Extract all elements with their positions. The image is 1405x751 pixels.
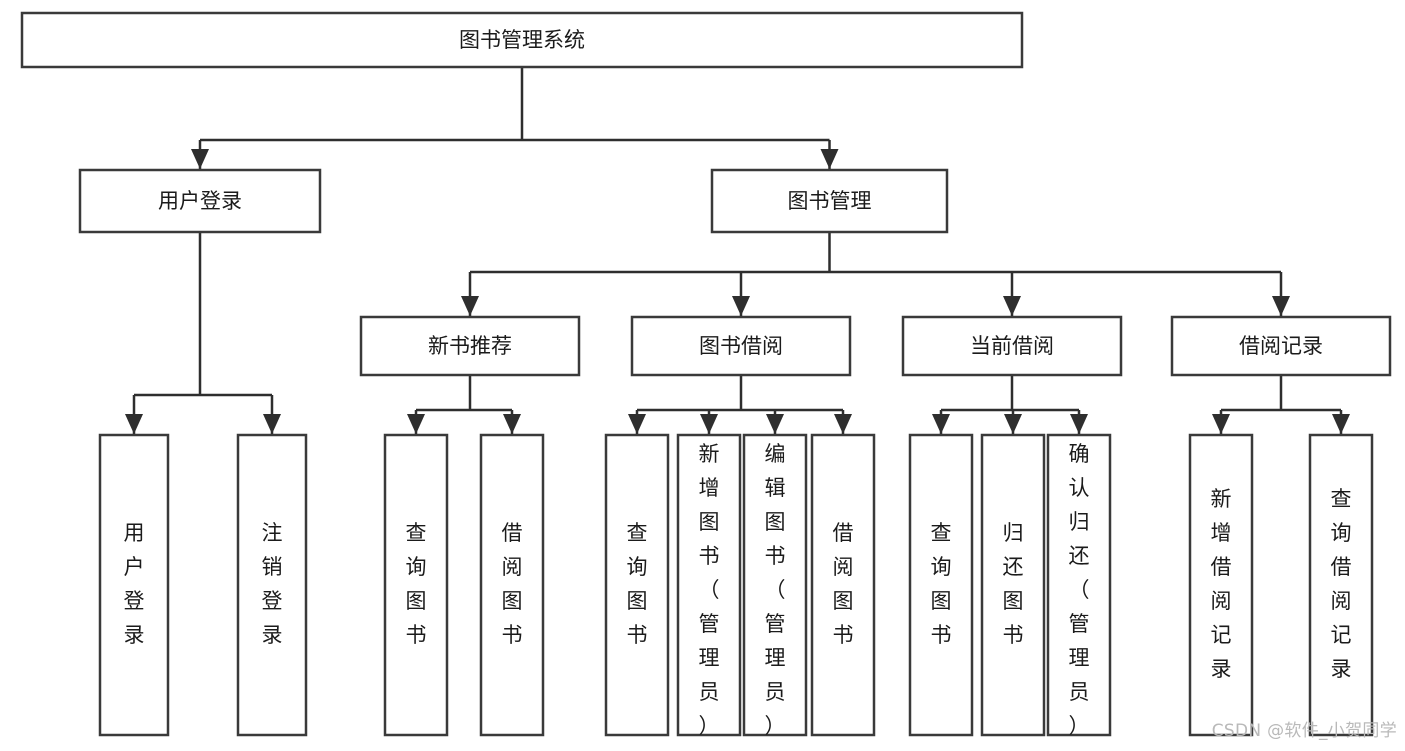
node-label-leaf-confirm-return: 确认归还（管理员） xyxy=(1069,442,1090,738)
node-label-user-login: 用户登录 xyxy=(158,189,242,213)
node-label-leaf-user-login: 用户登录 xyxy=(124,521,145,647)
node-label-leaf-user-logout: 注销登录 xyxy=(262,521,283,647)
node-label-leaf-add-record: 新增借阅记录 xyxy=(1211,487,1232,681)
node-label-leaf-edit-book: 编辑图书（管理员） xyxy=(765,442,786,738)
node-box-root[interactable] xyxy=(20,11,1024,69)
node-box-leaf-query-book-3[interactable] xyxy=(908,433,974,737)
node-box-leaf-query-record[interactable] xyxy=(1308,433,1374,737)
node-box-leaf-borrow-book-2[interactable] xyxy=(810,433,876,737)
node-label-leaf-query-book-3: 查询图书 xyxy=(931,521,952,647)
node-label-new-book-recommend: 新书推荐 xyxy=(428,334,512,358)
book-borrow-arrow-2 xyxy=(766,414,784,434)
node-box-leaf-query-book-1[interactable] xyxy=(383,433,449,737)
bookmanage-arrow-1 xyxy=(732,296,750,316)
root-arrow-1 xyxy=(820,149,839,169)
node-box-leaf-add-record[interactable] xyxy=(1188,433,1254,737)
borrow-record-arrow-1 xyxy=(1332,414,1350,434)
current-borrow-arrow-0 xyxy=(932,414,950,434)
bookmanage-arrow-0 xyxy=(461,296,479,316)
node-box-leaf-user-login[interactable] xyxy=(98,433,170,737)
watermark-text: CSDN @软件_小贺同学 xyxy=(1211,721,1397,741)
book-borrow-arrow-3 xyxy=(834,414,852,434)
node-box-leaf-query-book-2[interactable] xyxy=(604,433,670,737)
node-label-leaf-add-book: 新增图书（管理员） xyxy=(699,442,720,738)
bookmanage-arrow-3 xyxy=(1272,296,1290,316)
node-box-borrow-record[interactable] xyxy=(1170,315,1392,377)
node-label-leaf-query-book-1: 查询图书 xyxy=(406,521,427,647)
node-label-leaf-return-book: 归还图书 xyxy=(1003,521,1024,647)
node-label-borrow-record: 借阅记录 xyxy=(1239,334,1323,358)
current-borrow-arrow-1 xyxy=(1004,414,1022,434)
node-box-book-borrow[interactable] xyxy=(630,315,852,377)
bookmanage-arrow-2 xyxy=(1003,296,1021,316)
node-box-leaf-add-book[interactable] xyxy=(676,433,742,737)
node-box-leaf-borrow-book-1[interactable] xyxy=(479,433,545,737)
node-label-leaf-borrow-book-2: 借阅图书 xyxy=(833,521,854,647)
node-label-leaf-borrow-book-1: 借阅图书 xyxy=(502,521,523,647)
root-arrow-0 xyxy=(191,149,209,169)
connector-layer xyxy=(125,67,1350,434)
node-label-book-manage: 图书管理 xyxy=(788,189,872,213)
node-box-book-manage[interactable] xyxy=(710,168,949,234)
node-label-current-borrow: 当前借阅 xyxy=(970,334,1054,358)
new-book-recommend-arrow-1 xyxy=(503,414,521,434)
node-label-leaf-query-book-2: 查询图书 xyxy=(627,521,648,647)
book-borrow-arrow-1 xyxy=(700,414,718,434)
new-book-recommend-arrow-0 xyxy=(407,414,425,434)
node-label-book-borrow: 图书借阅 xyxy=(699,334,783,358)
node-box-leaf-user-logout[interactable] xyxy=(236,433,308,737)
node-box-user-login[interactable] xyxy=(78,168,322,234)
current-borrow-arrow-2 xyxy=(1070,414,1088,434)
node-box-current-borrow[interactable] xyxy=(901,315,1123,377)
user-login-arrow-1 xyxy=(263,414,281,434)
borrow-record-arrow-0 xyxy=(1212,414,1230,434)
node-box-leaf-return-book[interactable] xyxy=(980,433,1046,737)
node-box-leaf-confirm-return[interactable] xyxy=(1046,433,1112,737)
user-login-arrow-0 xyxy=(125,414,143,434)
node-layer: 图书管理系统用户登录图书管理新书推荐图书借阅当前借阅借阅记录用户登录注销登录查询… xyxy=(20,11,1392,738)
node-label-leaf-query-record: 查询借阅记录 xyxy=(1331,487,1352,681)
node-box-new-book-recommend[interactable] xyxy=(359,315,581,377)
node-label-root: 图书管理系统 xyxy=(459,28,585,52)
book-borrow-arrow-0 xyxy=(628,414,646,434)
node-box-leaf-edit-book[interactable] xyxy=(742,433,808,737)
